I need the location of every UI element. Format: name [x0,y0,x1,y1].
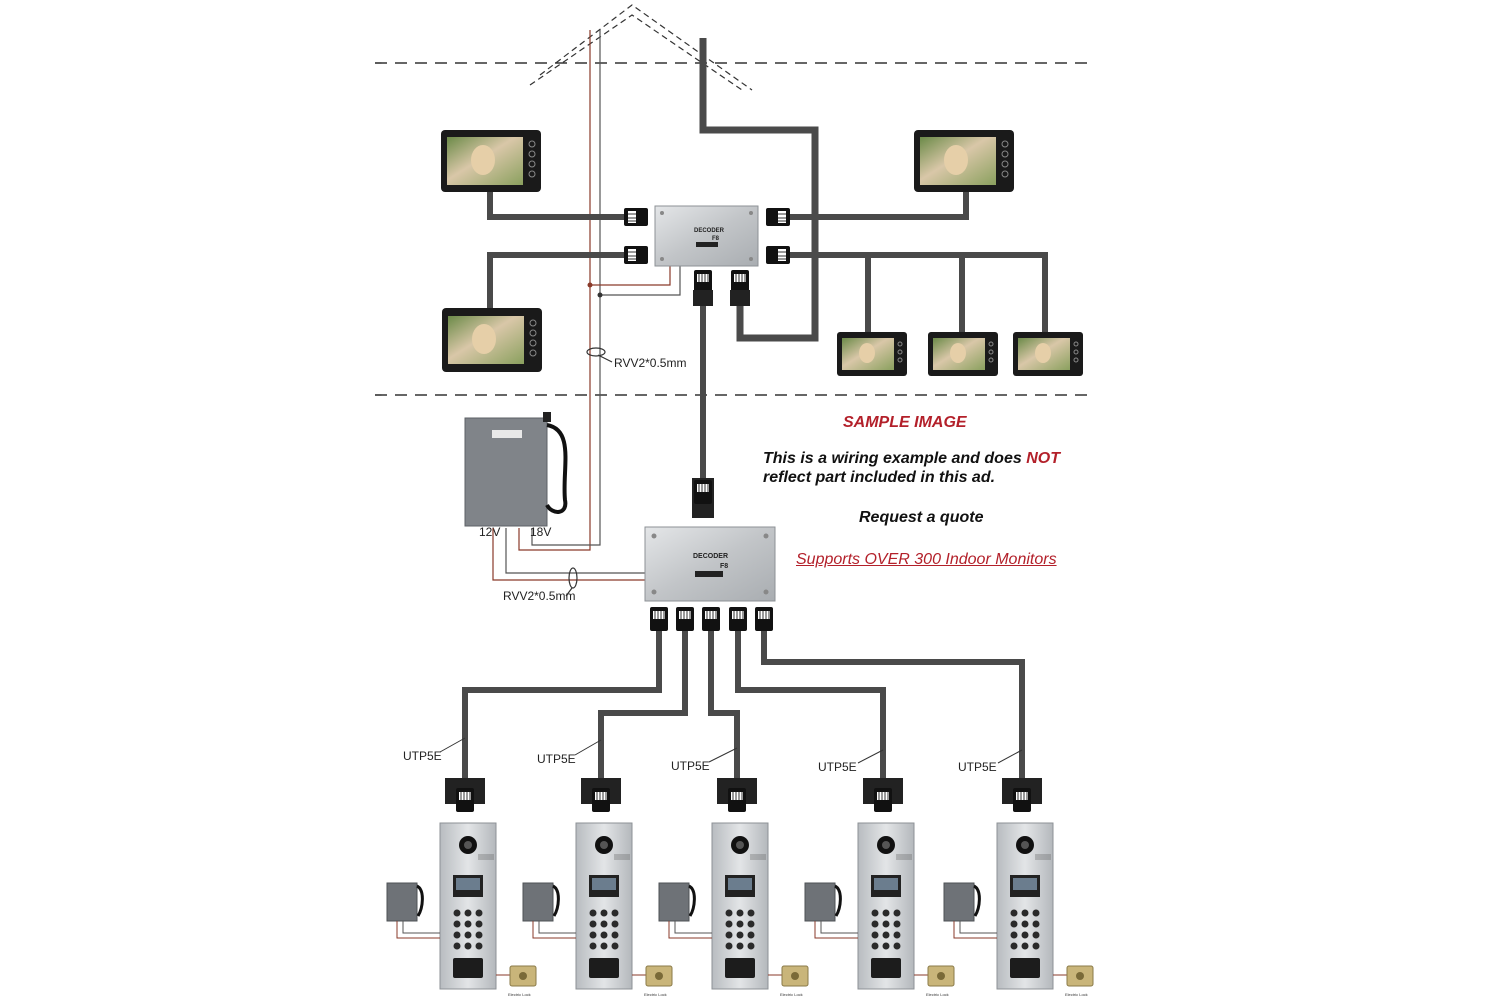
rj45-connector [623,207,649,227]
outdoor-door-panel: Electric Lock [386,778,537,997]
power-wire-rvv-bottom [492,528,645,597]
electric-lock-label: Electric Lock [1065,992,1088,997]
indoor-monitor [928,332,998,376]
roof-outline [529,4,753,91]
outdoor-door-panel: Electric Lock [522,778,673,997]
decoder-lower-label: DECODER [693,553,728,560]
rvv-label-top: RVV2*0.5mm [614,356,686,370]
decoder-upper-label: DECODER [694,228,725,234]
utp-label: UTP5E [537,752,576,766]
rj45-connector [1012,787,1032,813]
indoor-monitor [442,308,542,372]
outdoor-door-panel: Electric Lock [943,778,1094,997]
electric-lock-label: Electric Lock [508,992,531,997]
rj45-connector [873,787,893,813]
rj45-connector [693,479,713,505]
electric-lock-label: Electric Lock [780,992,803,997]
indoor-monitor [1013,332,1083,376]
decoder-upper-model: F8 [712,236,720,242]
disclaimer-not: NOT [1026,450,1060,467]
monitor-cables-upper [487,190,1048,490]
outdoor-door-panel: Electric Lock [804,778,955,997]
rj45-connector [675,606,695,632]
rj45-connector [649,606,669,632]
request-quote[interactable]: Request a quote [859,509,984,526]
psu-18v-label: 18V [530,525,551,539]
rj45-connector [701,606,721,632]
outdoor-door-panel: Electric Lock [658,778,809,997]
rvv-label-bottom: RVV2*0.5mm [503,589,575,603]
disclaimer-line-1-text: This is a wiring example and does [763,450,1027,467]
rj45-connector [754,606,774,632]
power-supply: 12V 18V [464,412,568,539]
riser-cable [699,38,819,342]
rj45-connector [727,787,747,813]
disclaimer-line-1: This is a wiring example and does NOT [763,450,1060,468]
rj45-connector [455,787,475,813]
decoder-upper: DECODER F8 [654,205,759,267]
psu-12v-label: 12V [479,525,500,539]
utp-label: UTP5E [671,759,710,773]
rj45-connector [765,245,791,265]
supports-monitors-link[interactable]: Supports OVER 300 Indoor Monitors [796,551,1057,568]
electric-lock-label: Electric Lock [644,992,667,997]
power-wire-rvv-top [518,30,681,551]
rj45-connector [591,787,611,813]
utp-label: UTP5E [958,760,997,774]
utp-label: UTP5E [403,749,442,763]
decoder-lower: DECODER F8 [644,526,776,602]
outdoor-cables [462,622,1025,800]
rj45-connector [728,606,748,632]
rj45-connector [623,245,649,265]
indoor-monitor [914,130,1014,192]
indoor-monitor [441,130,541,192]
disclaimer-line-2: reflect part included in this ad. [763,469,996,486]
sample-image-heading: SAMPLE IMAGE [843,414,967,431]
rj45-connector [765,207,791,227]
decoder-lower-model: F8 [720,563,728,570]
electric-lock-label: Electric Lock [926,992,949,997]
indoor-monitor [837,332,907,376]
utp-label: UTP5E [818,760,857,774]
